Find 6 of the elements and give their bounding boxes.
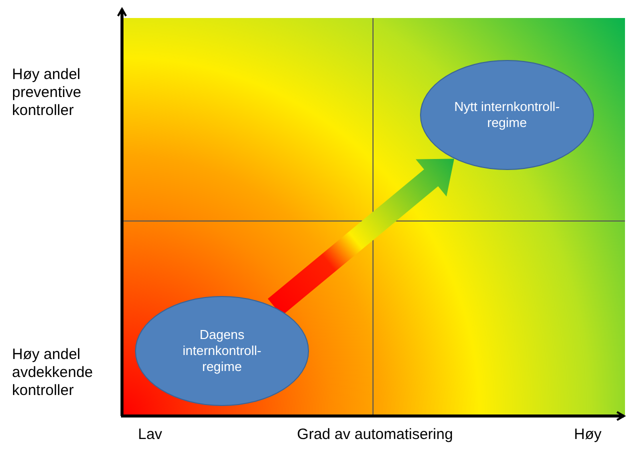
axis-title: Grad av automatisering: [296, 426, 454, 444]
axis-label: Høy andel preventive kontroller: [12, 66, 82, 120]
block-arrow: [268, 158, 454, 316]
axis-label: Høy andel avdekkende kontroller: [12, 346, 94, 400]
axis-label: Lav: [138, 426, 164, 444]
axis-label: Høy: [574, 426, 602, 444]
